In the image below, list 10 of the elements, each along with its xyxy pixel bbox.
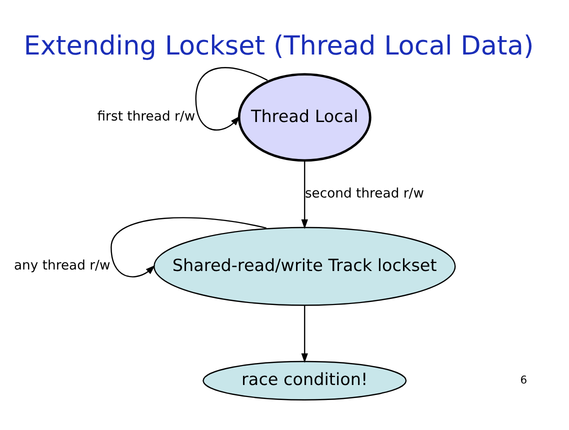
node-ellipse: Shared-read/write Track lockset	[154, 226, 456, 306]
edge-label: first thread r/w	[97, 109, 196, 124]
edge-label: second thread r/w	[304, 186, 424, 201]
node-ellipse: race condition!	[202, 360, 407, 400]
node-ellipse: Thread Local	[238, 72, 372, 162]
diagram-title: Extending Lockset (Thread Local Data)	[24, 31, 534, 62]
edge-label: any thread r/w	[14, 258, 110, 274]
arrow	[301, 304, 308, 362]
arrow	[301, 160, 308, 228]
label: 6	[520, 372, 528, 386]
